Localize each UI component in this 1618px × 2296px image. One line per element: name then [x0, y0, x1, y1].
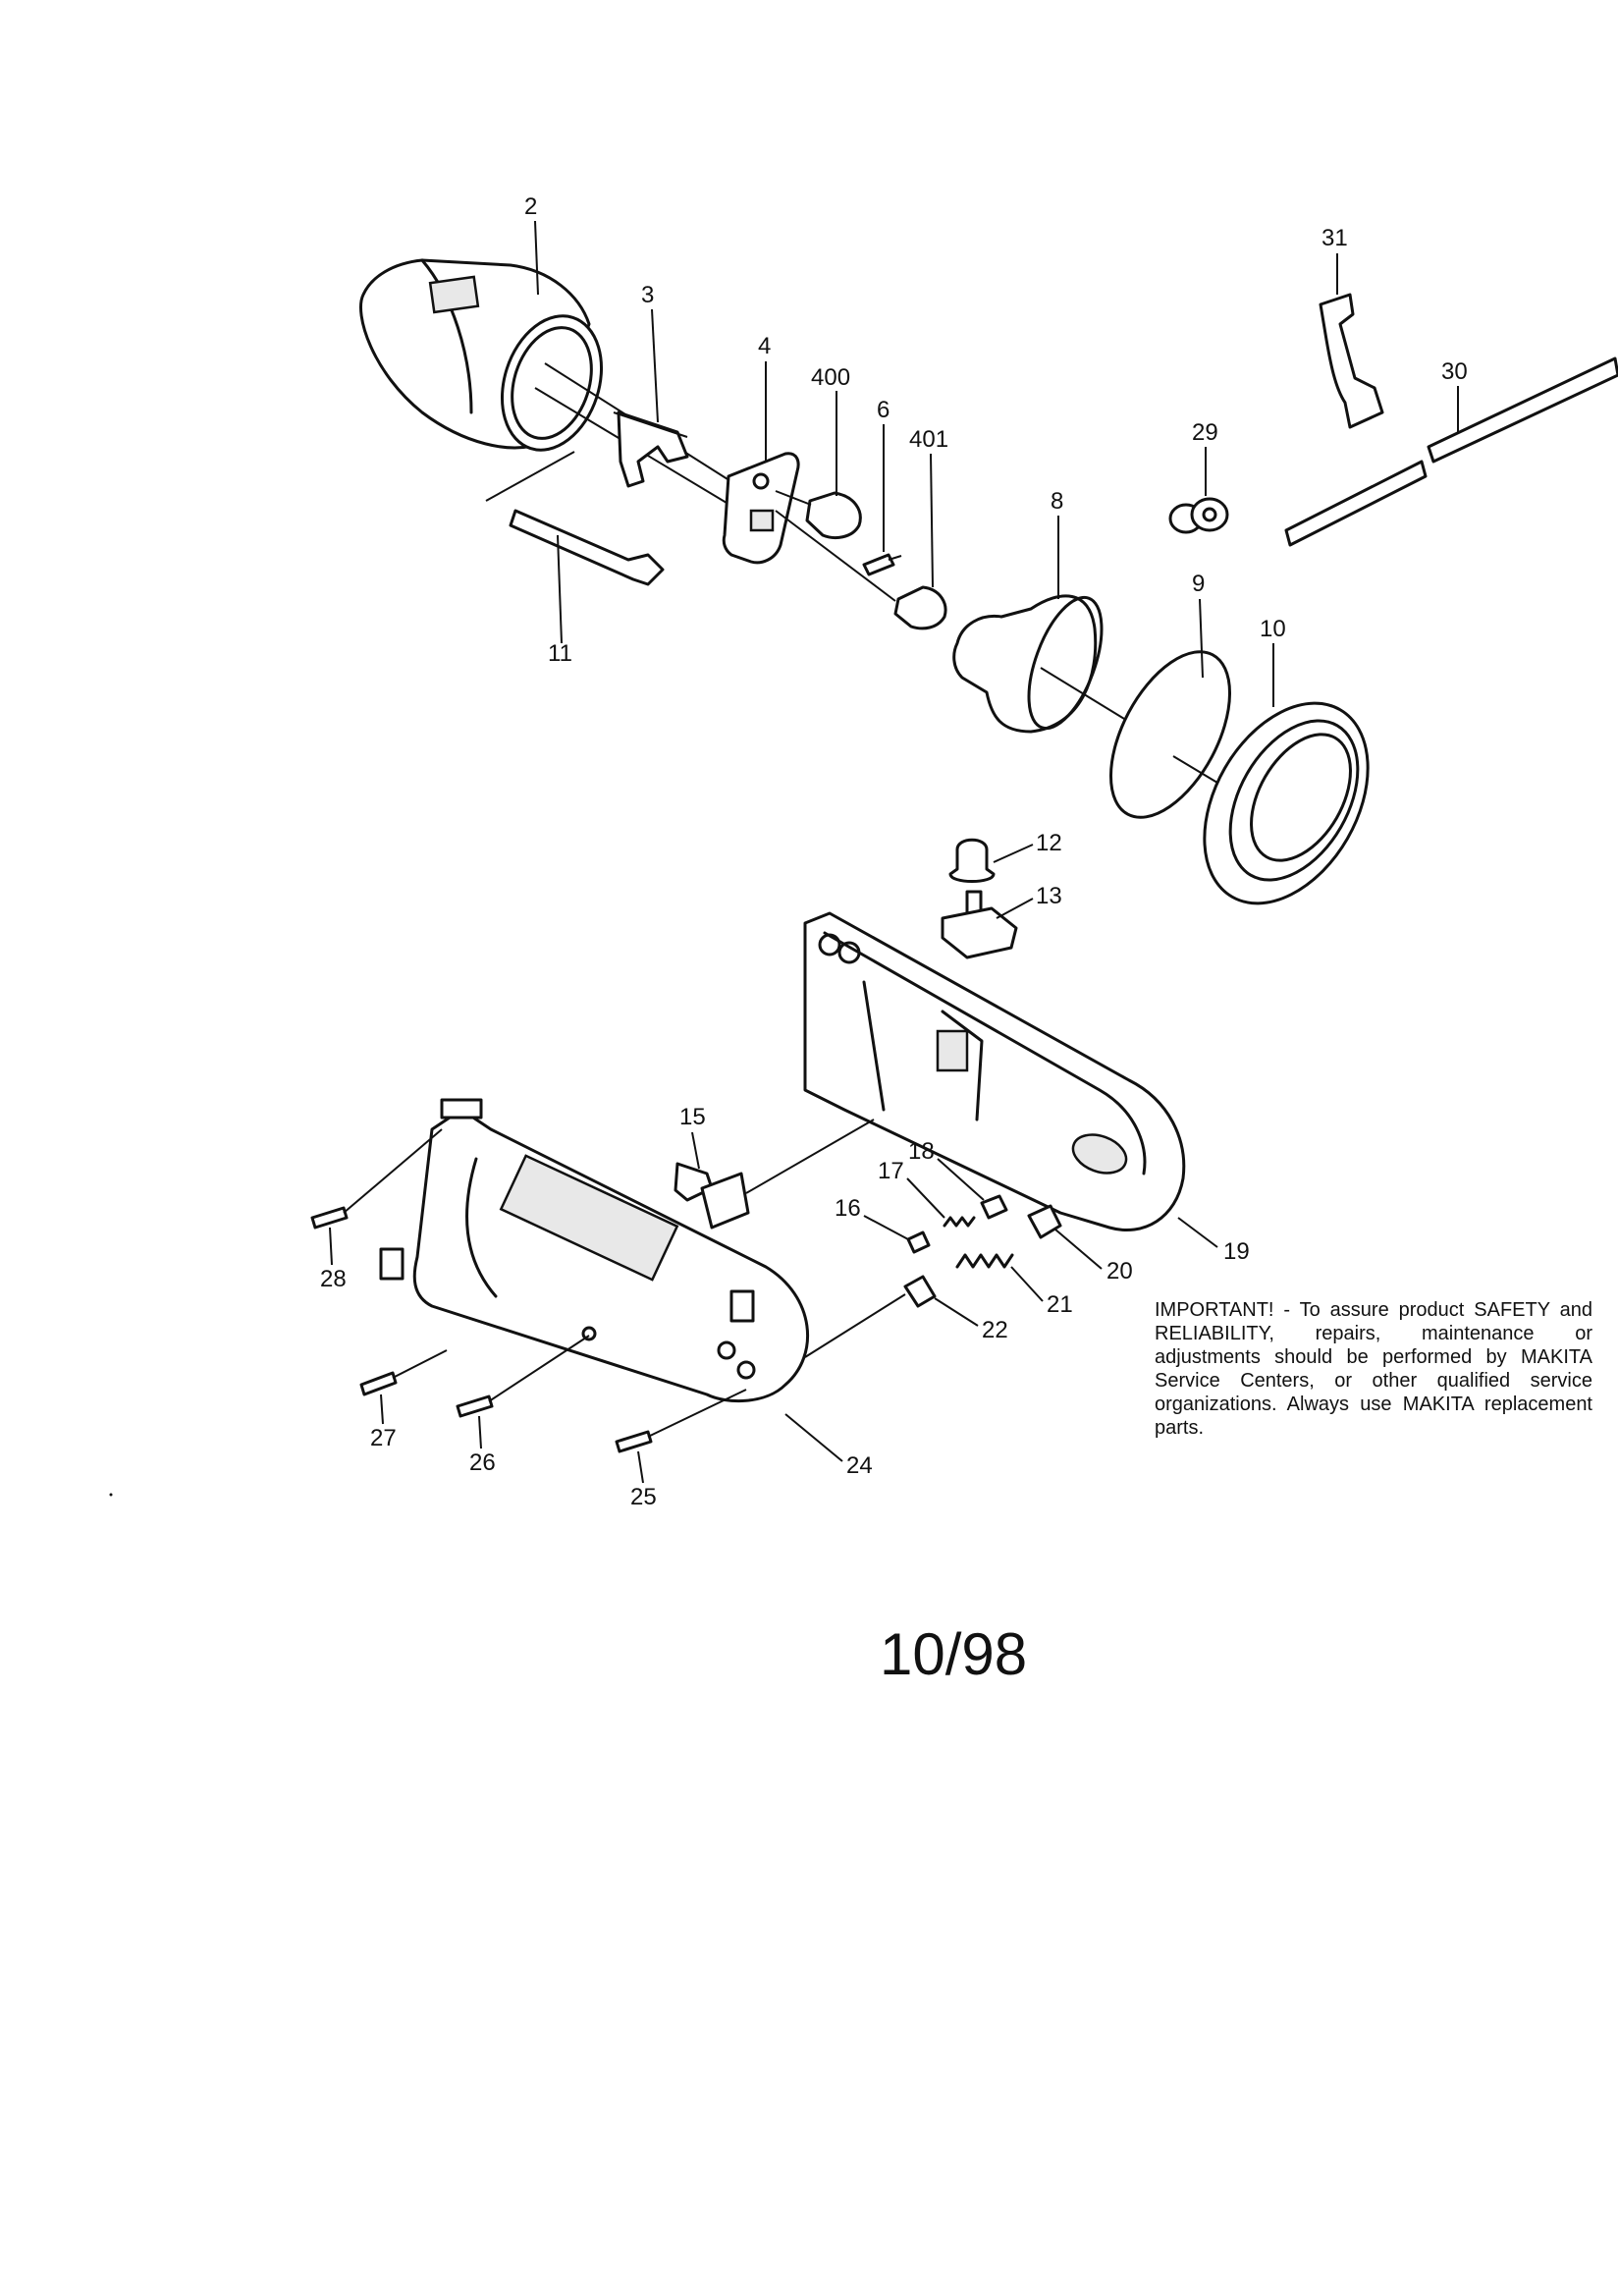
- part-13-switch: [941, 890, 1018, 959]
- label-part-26: 26: [469, 1449, 496, 1476]
- label-part-3: 3: [641, 282, 654, 308]
- label-part-6: 6: [877, 397, 890, 423]
- part-17-spring: [943, 1216, 976, 1228]
- part-24-handle-housing: [379, 1098, 809, 1403]
- label-part-16: 16: [835, 1195, 861, 1222]
- part-4-lamp-plate: [722, 452, 800, 565]
- label-part-8: 8: [1051, 488, 1063, 515]
- label-part-17: 17: [878, 1158, 904, 1184]
- part-2-head-housing: [359, 258, 757, 521]
- part-11-contact-strip: [509, 509, 665, 586]
- label-part-25: 25: [630, 1484, 657, 1510]
- label-part-10: 10: [1260, 616, 1286, 642]
- part-28-screw: [310, 1128, 443, 1230]
- part-401-bulb: [775, 510, 947, 630]
- stray-mark: [109, 1493, 113, 1497]
- label-part-30: 30: [1441, 358, 1468, 385]
- safety-notice: IMPORTANT! - To assure product SAFETY an…: [1155, 1299, 1592, 1439]
- part-16-pin: [906, 1230, 931, 1254]
- part-29-knob: [1168, 497, 1229, 534]
- label-part-12: 12: [1036, 830, 1062, 856]
- part-19-battery-frame: [803, 911, 1186, 1232]
- part-8-reflector: [952, 594, 1130, 734]
- part-22-bushing: [804, 1275, 937, 1358]
- part-10-front-ring: [1203, 701, 1370, 905]
- part-30-rail-strips: [1284, 356, 1618, 547]
- label-part-401: 401: [909, 426, 948, 453]
- label-part-28: 28: [320, 1266, 347, 1292]
- label-part-19: 19: [1223, 1238, 1250, 1265]
- label-part-20: 20: [1106, 1258, 1133, 1285]
- part-6-screw: [862, 553, 902, 576]
- label-part-22: 22: [982, 1317, 1008, 1343]
- part-15-terminal: [674, 1119, 875, 1230]
- label-part-4: 4: [758, 333, 771, 359]
- label-part-15: 15: [679, 1104, 706, 1130]
- part-18-plunger: [980, 1194, 1008, 1220]
- label-part-27: 27: [370, 1425, 397, 1451]
- label-part-24: 24: [846, 1452, 873, 1479]
- label-part-18: 18: [908, 1138, 935, 1165]
- part-21-spring: [955, 1253, 1014, 1269]
- label-part-13: 13: [1036, 883, 1062, 909]
- part-27-screw: [359, 1349, 448, 1396]
- part-25-screw: [615, 1389, 747, 1453]
- date-code: 10/98: [880, 1621, 1028, 1687]
- part-9-lens: [1108, 650, 1232, 819]
- part-3-contact-clip: [613, 410, 689, 488]
- label-part-11: 11: [548, 640, 572, 667]
- label-part-2: 2: [524, 193, 537, 220]
- label-part-31: 31: [1321, 225, 1348, 251]
- label-part-21: 21: [1047, 1291, 1073, 1318]
- label-part-400: 400: [811, 364, 850, 391]
- part-12-switch-cap: [948, 838, 996, 883]
- part-400-bulb: [775, 490, 862, 539]
- label-part-29: 29: [1192, 419, 1218, 446]
- part-26-screw: [456, 1335, 590, 1418]
- part-20-connector: [1027, 1204, 1062, 1239]
- part-31-belt-clip: [1319, 293, 1384, 429]
- label-part-9: 9: [1192, 571, 1205, 597]
